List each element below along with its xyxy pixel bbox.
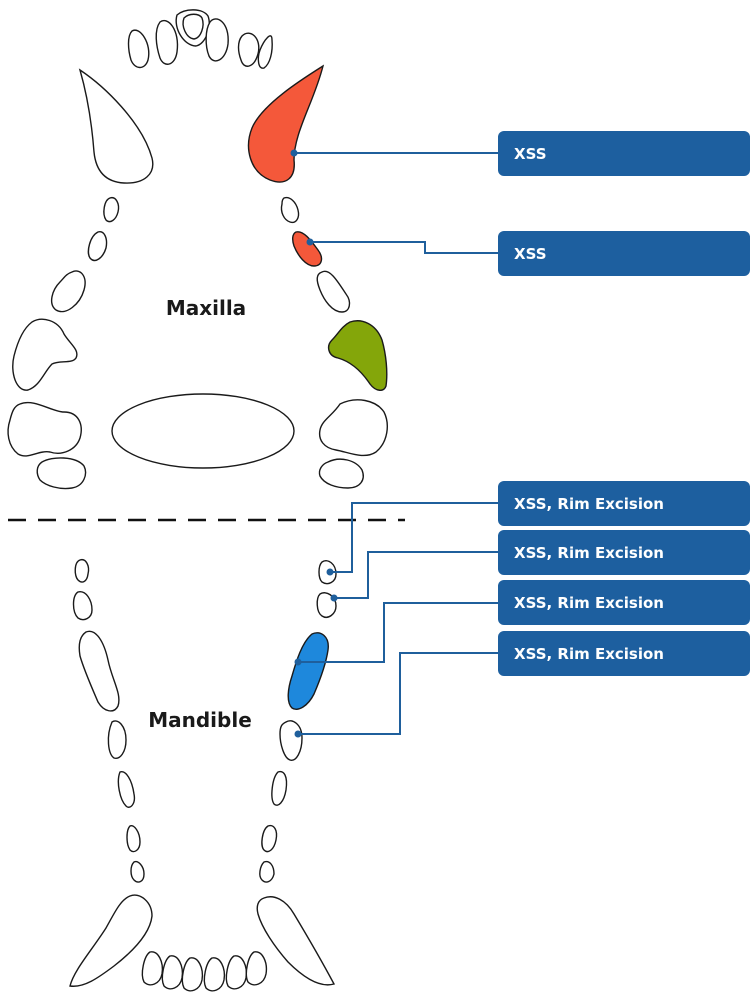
tooth[interactable] [203, 957, 226, 992]
mandible-left-cheek-teeth [72, 559, 145, 883]
tooth-maxilla-right-premolar-treated[interactable] [291, 231, 323, 267]
procedure-tag[interactable]: XSS, Rim Excision [498, 580, 750, 625]
tooth[interactable] [161, 955, 184, 990]
connector-line [298, 652, 500, 735]
tooth-mandible-left-canine[interactable] [69, 894, 153, 987]
tooth[interactable] [279, 720, 303, 761]
maxilla-incisors [127, 9, 273, 69]
tooth[interactable] [103, 197, 120, 223]
connector-dot [290, 149, 298, 157]
tooth[interactable] [127, 29, 150, 69]
tooth[interactable] [259, 860, 275, 883]
tooth[interactable] [117, 771, 136, 808]
maxilla-left-cheek-teeth [7, 197, 120, 490]
connector-dot [294, 730, 302, 738]
tooth[interactable] [12, 318, 78, 391]
procedure-tag[interactable]: XSS [498, 131, 750, 176]
tooth[interactable] [182, 13, 204, 40]
connectors [290, 149, 500, 738]
tooth[interactable] [126, 825, 141, 853]
tooth-mandible-right-cheek-treated[interactable] [287, 632, 329, 710]
tooth[interactable] [7, 401, 82, 457]
tooth[interactable] [245, 951, 268, 986]
procedure-tag[interactable]: XSS, Rim Excision [498, 481, 750, 526]
tooth[interactable] [155, 19, 179, 65]
maxilla-right-cheek-teeth [280, 196, 388, 489]
tooth[interactable] [50, 270, 86, 313]
tooth[interactable] [271, 770, 288, 806]
tooth-maxilla-right-molar-treated[interactable] [327, 320, 388, 391]
tooth[interactable] [316, 270, 351, 313]
procedure-tag[interactable]: XSS, Rim Excision [498, 530, 750, 575]
connector-line [330, 502, 500, 573]
tooth[interactable] [74, 559, 90, 583]
region-label-maxilla: Maxilla [166, 296, 246, 320]
tooth[interactable] [225, 955, 248, 990]
tooth-maxilla-left-canine[interactable] [78, 68, 154, 184]
connector-dot [306, 238, 314, 246]
tooth-mandible-right-canine[interactable] [256, 896, 336, 986]
tooth[interactable] [36, 457, 87, 490]
mandible-right-cheek-teeth [259, 560, 337, 883]
connector-line [334, 551, 500, 599]
tooth[interactable] [72, 591, 93, 621]
region-label-mandible: Mandible [148, 708, 252, 732]
connector-line [310, 241, 500, 254]
tooth[interactable] [78, 630, 120, 712]
tooth-maxilla-right-canine-treated[interactable] [247, 64, 325, 183]
tooth[interactable] [318, 399, 388, 457]
tooth[interactable] [181, 957, 204, 992]
connector-dot [294, 658, 302, 666]
tooth[interactable] [205, 18, 229, 62]
procedure-tag[interactable]: XSS [498, 231, 750, 276]
connector-dot [330, 594, 338, 602]
tooth[interactable] [130, 860, 145, 883]
tooth[interactable] [318, 458, 364, 489]
palate [111, 393, 295, 469]
connector-line [298, 602, 500, 663]
tooth[interactable] [87, 231, 108, 262]
tooth[interactable] [261, 824, 278, 853]
tooth[interactable] [141, 951, 164, 986]
tooth[interactable] [257, 35, 273, 69]
tooth[interactable] [107, 720, 127, 759]
procedure-tag[interactable]: XSS, Rim Excision [498, 631, 750, 676]
mandible-incisors [141, 951, 268, 992]
connector-dot [326, 568, 334, 576]
tooth[interactable] [237, 32, 260, 67]
tooth[interactable] [280, 196, 300, 224]
